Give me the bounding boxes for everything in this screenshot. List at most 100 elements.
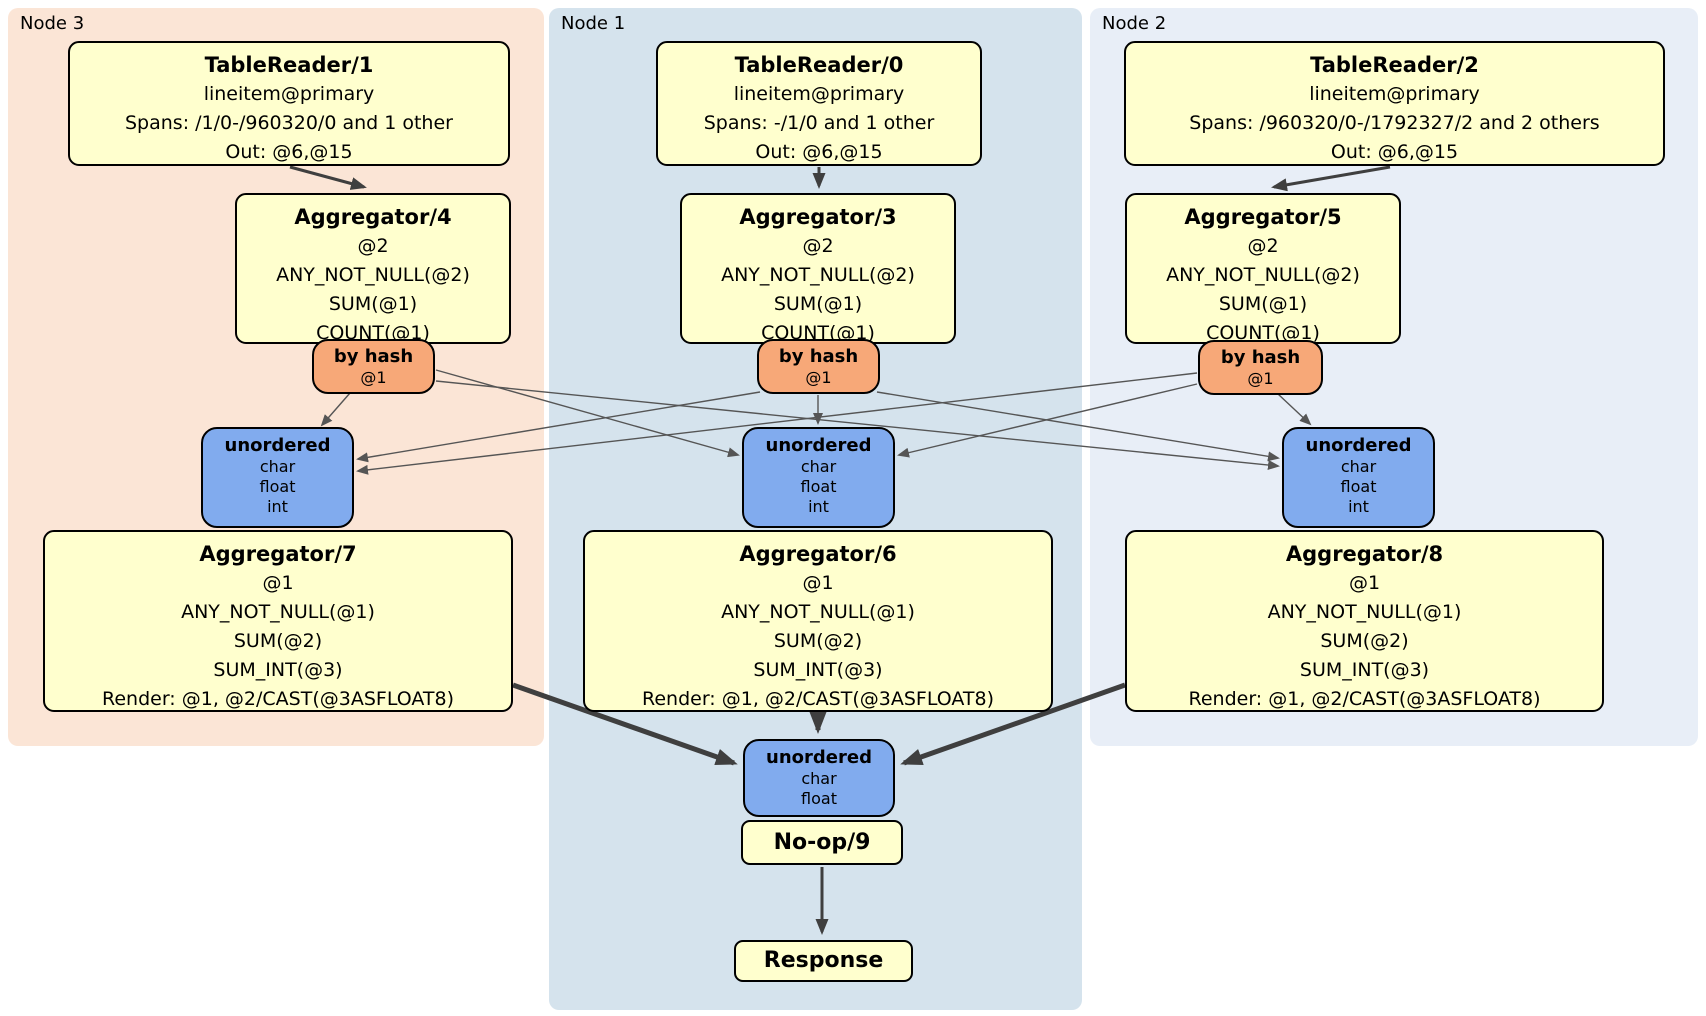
unordered-sync-node3-label: unordered <box>224 435 331 456</box>
aggregator-4-row: ANY_NOT_NULL(@2) <box>276 264 470 286</box>
edge-hash3-sync1 <box>435 369 740 458</box>
hash-router-node1-detail: @1 <box>805 368 832 387</box>
hash-router-node3: by hash @1 <box>312 339 435 394</box>
edge-tr2-agg5 <box>1271 165 1391 192</box>
aggregator-8-row: SUM(@2) <box>1320 630 1409 652</box>
edge-tr1-agg4 <box>289 165 367 190</box>
aggregator-7-row: SUM(@2) <box>233 630 323 652</box>
tablereader-2: TableReader/2 lineitem@primary Spans: /9… <box>1124 41 1665 166</box>
tablereader-2-out: Out: @6,@15 <box>1330 141 1459 163</box>
edge-agg7-finalsync <box>512 682 738 766</box>
response: Response <box>734 940 913 982</box>
tablereader-1-out: Out: @6,@15 <box>225 141 353 163</box>
tablereader-1-index: lineitem@primary <box>203 83 375 105</box>
aggregator-5-title: Aggregator/5 <box>1184 205 1342 229</box>
aggregator-4-row: SUM(@1) <box>328 293 418 315</box>
aggregator-3-row: ANY_NOT_NULL(@2) <box>721 264 915 286</box>
sync-stream: char <box>801 769 837 788</box>
unordered-sync-node3: unordered char float int <box>201 427 354 528</box>
aggregator-5-row: COUNT(@1) <box>1206 322 1320 344</box>
hash-router-node1: by hash @1 <box>757 339 880 394</box>
aggregator-8-row: ANY_NOT_NULL(@1) <box>1267 601 1462 623</box>
aggregator-3: Aggregator/3 @2 ANY_NOT_NULL(@2) SUM(@1)… <box>680 193 956 344</box>
hash-router-node2: by hash @1 <box>1198 340 1323 395</box>
sync-stream: char <box>1340 457 1377 476</box>
node2-label: Node 2 <box>1102 13 1167 34</box>
edge-hash1-sync3 <box>356 391 761 463</box>
tablereader-2-spans: Spans: /960320/0-/1792327/2 and 2 others <box>1189 112 1600 134</box>
edge-hash2-sync2 <box>1277 393 1312 426</box>
sync-stream: int <box>808 497 829 516</box>
edge-hash3-sync2 <box>435 380 1280 470</box>
aggregator-8: Aggregator/8 @1 ANY_NOT_NULL(@1) SUM(@2)… <box>1125 530 1604 712</box>
tablereader-1-spans: Spans: /1/0-/960320/0 and 1 other <box>125 112 453 134</box>
aggregator-7-row: Render: @1, @2/CAST(@3ASFLOAT8) <box>102 688 454 710</box>
tablereader-0-spans: Spans: -/1/0 and 1 other <box>703 112 935 134</box>
response-title: Response <box>763 948 884 973</box>
aggregator-3-row: COUNT(@1) <box>761 322 875 344</box>
tablereader-0-title: TableReader/0 <box>734 53 904 77</box>
tablereader-0-index: lineitem@primary <box>733 83 905 105</box>
aggregator-6-row: @1 <box>802 572 834 594</box>
sync-stream: int <box>1348 497 1369 516</box>
aggregator-8-row: @1 <box>1348 572 1381 594</box>
aggregator-6-row: ANY_NOT_NULL(@1) <box>721 601 915 623</box>
node3-label: Node 3 <box>20 13 85 34</box>
aggregator-7-row: @1 <box>262 572 294 594</box>
aggregator-4-row: COUNT(@1) <box>316 322 430 344</box>
aggregator-5-row: SUM(@1) <box>1218 293 1308 315</box>
aggregator-7: Aggregator/7 @1 ANY_NOT_NULL(@1) SUM(@2)… <box>43 530 513 712</box>
aggregator-3-title: Aggregator/3 <box>739 205 897 229</box>
hash-router-node3-label: by hash <box>333 346 414 367</box>
unordered-sync-final-label: unordered <box>766 747 872 768</box>
aggregator-5: Aggregator/5 @2 ANY_NOT_NULL(@2) SUM(@1)… <box>1125 193 1401 344</box>
edge-agg8-finalsync <box>900 682 1126 766</box>
unordered-sync-node1: unordered char float int <box>742 427 895 528</box>
hash-router-node3-detail: @1 <box>360 368 387 387</box>
tablereader-0-out: Out: @6,@15 <box>755 141 883 163</box>
aggregator-8-row: Render: @1, @2/CAST(@3ASFLOAT8) <box>1188 688 1541 710</box>
sync-stream: float <box>800 477 837 496</box>
aggregator-6: Aggregator/6 @1 ANY_NOT_NULL(@1) SUM(@2)… <box>583 530 1053 712</box>
sync-stream: int <box>267 497 288 516</box>
edge-hash2-sync1 <box>897 383 1198 458</box>
unordered-sync-node1-label: unordered <box>765 435 872 456</box>
tablereader-2-index: lineitem@primary <box>1309 83 1480 105</box>
aggregator-6-row: SUM_INT(@3) <box>753 659 883 681</box>
unordered-sync-node2: unordered char float int <box>1282 427 1435 528</box>
hash-router-node2-detail: @1 <box>1247 369 1274 388</box>
tablereader-2-title: TableReader/2 <box>1310 53 1479 77</box>
aggregator-4-row: @2 <box>357 235 389 257</box>
aggregator-6-title: Aggregator/6 <box>739 542 897 566</box>
aggregator-8-row: SUM_INT(@3) <box>1299 659 1430 681</box>
edge-hash2-sync3 <box>356 372 1198 475</box>
aggregator-6-row: SUM(@2) <box>773 630 863 652</box>
sync-stream: char <box>800 457 837 476</box>
edge-hash3-sync3 <box>320 392 351 427</box>
sync-stream: char <box>259 457 296 476</box>
aggregator-5-row: ANY_NOT_NULL(@2) <box>1166 264 1360 286</box>
tablereader-1-title: TableReader/1 <box>204 53 374 77</box>
tablereader-1: TableReader/1 lineitem@primary Spans: /1… <box>68 41 510 166</box>
aggregator-4-title: Aggregator/4 <box>294 205 452 229</box>
aggregator-8-title: Aggregator/8 <box>1285 542 1444 566</box>
aggregator-3-row: SUM(@1) <box>773 293 863 315</box>
noop-9: No-op/9 <box>741 820 903 865</box>
hash-router-node2-label: by hash <box>1220 347 1301 368</box>
aggregator-5-row: @2 <box>1247 235 1279 257</box>
sync-stream: float <box>259 477 296 496</box>
sync-stream: float <box>801 789 837 808</box>
hash-router-node1-label: by hash <box>778 346 859 367</box>
tablereader-0: TableReader/0 lineitem@primary Spans: -/… <box>656 41 982 166</box>
aggregator-7-row: ANY_NOT_NULL(@1) <box>181 601 375 623</box>
aggregator-6-row: Render: @1, @2/CAST(@3ASFLOAT8) <box>642 688 994 710</box>
aggregator-3-row: @2 <box>802 235 834 257</box>
unordered-sync-node2-label: unordered <box>1305 435 1412 456</box>
aggregator-7-title: Aggregator/7 <box>199 542 357 566</box>
edge-hash1-sync2 <box>876 391 1280 462</box>
node1-label: Node 1 <box>561 13 626 34</box>
aggregator-4: Aggregator/4 @2 ANY_NOT_NULL(@2) SUM(@1)… <box>235 193 511 344</box>
aggregator-7-row: SUM_INT(@3) <box>213 659 343 681</box>
